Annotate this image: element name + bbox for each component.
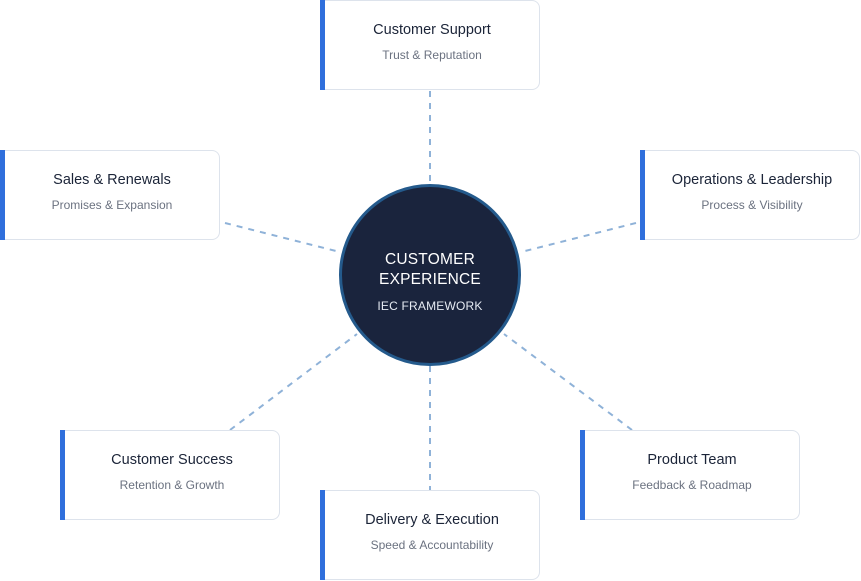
accent-bar [60,430,65,520]
node-customer-success: Customer Success Retention & Growth [60,430,280,520]
node-delivery-execution: Delivery & Execution Speed & Accountabil… [320,490,540,580]
node-subtitle: Retention & Growth [119,478,225,492]
hub-title-line2: EXPERIENCE [379,271,481,288]
node-operations-leadership: Operations & Leadership Process & Visibi… [640,150,860,240]
accent-bar [320,490,325,580]
node-subtitle: Promises & Expansion [51,198,173,212]
node-customer-support: Customer Support Trust & Reputation [320,0,540,90]
node-subtitle: Feedback & Roadmap [632,478,752,492]
accent-bar [640,150,645,240]
hub-title-line1: CUSTOMER [384,251,475,268]
accent-bar [580,430,585,520]
connector-product-team [503,333,633,431]
hub-title: CUSTOMER EXPERIENCE [342,250,518,290]
node-subtitle: Speed & Accountability [370,538,494,552]
node-sales-renewals: Sales & Renewals Promises & Expansion [0,150,220,240]
node-product-team: Product Team Feedback & Roadmap [580,430,800,520]
node-title: Customer Support [373,22,491,38]
hub-subtitle: IEC FRAMEWORK [377,299,483,313]
node-subtitle: Trust & Reputation [382,48,482,62]
node-title: Product Team [647,452,737,468]
node-title: Delivery & Execution [365,512,499,528]
hub-circle: CUSTOMER EXPERIENCE IEC FRAMEWORK [339,184,521,366]
connector-customer-success [229,333,358,431]
node-title: Sales & Renewals [53,172,171,188]
accent-bar [0,150,5,240]
node-subtitle: Process & Visibility [701,198,803,212]
node-title: Customer Success [111,452,233,468]
connector-operations-leadership [520,222,637,253]
accent-bar [320,0,325,90]
connector-sales-renewals [224,222,341,253]
node-title: Operations & Leadership [671,172,833,188]
